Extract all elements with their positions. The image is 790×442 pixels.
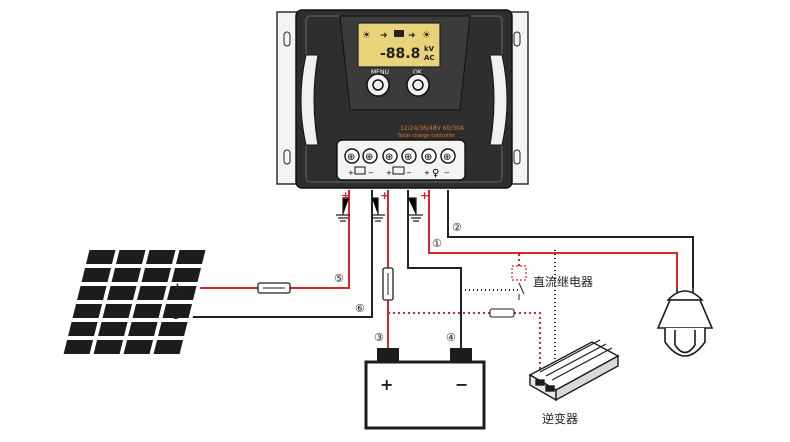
svg-text:−: − — [368, 169, 374, 177]
lcd-arrow-icon: ➜ — [380, 31, 388, 41]
spec-subtitle: Solar charge controller — [398, 133, 456, 139]
dc-relay — [511, 265, 527, 300]
mount-slot — [513, 31, 521, 47]
mount-slot — [513, 149, 521, 165]
solar-cell — [93, 340, 124, 354]
wire-inverter-positive-drop — [514, 312, 541, 373]
wire-battery-negative — [407, 190, 462, 350]
inverter-fuse — [489, 308, 515, 318]
term-plus-solar: + — [341, 189, 350, 202]
solar-cell — [116, 250, 146, 264]
battery-plus-label: + — [380, 375, 393, 394]
panel-minus-label: - — [173, 311, 178, 326]
solar-cell — [86, 250, 116, 264]
ok-button[interactable] — [406, 73, 430, 97]
solar-symbol-icon — [354, 166, 366, 175]
svg-text:−: − — [406, 169, 412, 177]
solar-cell — [137, 286, 167, 300]
ground-symbols — [336, 197, 423, 222]
solar-cell — [176, 250, 206, 264]
wire-label-2: ② — [452, 221, 462, 234]
mount-slot — [283, 31, 291, 47]
lcd-sun-icon: ☀ — [362, 30, 371, 41]
battery-positive-post — [377, 348, 399, 364]
solar-cell — [98, 322, 128, 336]
wire-load-positive — [428, 190, 678, 288]
term-plus-load: + — [420, 189, 429, 202]
relay-label: 直流继电器 — [533, 275, 593, 289]
solar-cell — [167, 286, 197, 300]
lcd-unit-bottom: AC — [424, 54, 435, 62]
battery-body — [364, 360, 486, 430]
panel-plus-label: + — [172, 281, 183, 296]
solar-cell — [128, 322, 158, 336]
solar-cell — [146, 250, 176, 264]
inverter-label: 逆变器 — [542, 411, 578, 426]
terminal-symbols: + − + − ♀ + − — [348, 166, 450, 179]
solar-cells — [63, 250, 206, 354]
solar-panel — [59, 248, 210, 356]
solar-cell — [77, 286, 107, 300]
left-grip — [300, 54, 319, 146]
lamp-symbol-icon: ♀ — [432, 168, 439, 179]
solar-cell — [171, 268, 202, 282]
solar-cell — [162, 304, 193, 318]
ok-label: OK — [413, 69, 423, 76]
solar-cell — [153, 340, 184, 354]
charge-controller: ☀ ➜ ➜ ☀ -88.8 kV AC MENU OK 12/24/36/48V… — [276, 9, 529, 189]
wire-label-6: ⑥ — [355, 302, 365, 315]
menu-button[interactable] — [366, 73, 390, 97]
terminal-screws: ⊕ ⊕ ⊕ ⊕ ⊕ ⊕ — [344, 148, 456, 164]
svg-text:⊕: ⊕ — [385, 152, 393, 163]
lcd-arrow-icon: ➜ — [408, 31, 416, 41]
svg-text:⊕: ⊕ — [404, 152, 412, 163]
street-lamp — [656, 288, 714, 357]
wire-load-negative — [447, 190, 694, 288]
solar-cell — [68, 322, 98, 336]
wire-label-1: ① — [432, 237, 442, 250]
svg-text:+: + — [424, 169, 430, 177]
battery-minus-label: − — [455, 375, 468, 394]
lcd-battery-icon — [394, 30, 404, 37]
solar-cell — [132, 304, 163, 318]
solar-cell — [102, 304, 133, 318]
term-plus-battery: + — [380, 189, 389, 202]
solar-cell — [107, 286, 137, 300]
svg-text:⊕: ⊕ — [347, 152, 355, 163]
svg-text:+: + — [348, 169, 354, 177]
solar-cell — [63, 340, 94, 354]
solar-cell — [111, 268, 142, 282]
lcd-digits: -88.8 — [380, 46, 420, 62]
wire-label-5: ⑤ — [334, 272, 344, 285]
wire-solar-negative — [183, 190, 373, 318]
mount-slot — [283, 149, 291, 165]
solar-cell — [158, 322, 188, 336]
ground-icon — [371, 197, 385, 222]
wire-label-3: ③ — [374, 331, 384, 344]
svg-text:+: + — [386, 169, 392, 177]
battery-negative-post — [450, 348, 472, 364]
right-grip — [489, 54, 508, 146]
battery-symbol-icon — [392, 166, 405, 175]
wire-solar-positive — [290, 190, 350, 289]
solar-cell — [141, 268, 172, 282]
svg-text:⊕: ⊕ — [424, 152, 432, 163]
lcd-bulb-icon: ☀ — [422, 30, 431, 41]
solar-cell — [123, 340, 154, 354]
svg-text:⊕: ⊕ — [443, 152, 451, 163]
wires — [183, 190, 694, 373]
spec-line: 12/24/36/48V 60/30A — [400, 125, 465, 132]
lcd-unit-top: kV — [424, 45, 435, 53]
inverter — [528, 339, 620, 402]
menu-label: MENU — [371, 69, 389, 76]
svg-text:−: − — [444, 169, 450, 177]
solar-cell — [81, 268, 112, 282]
wire-label-4: ④ — [446, 331, 456, 344]
solar-cell — [72, 304, 103, 318]
svg-text:⊕: ⊕ — [365, 152, 373, 163]
battery — [364, 348, 486, 430]
